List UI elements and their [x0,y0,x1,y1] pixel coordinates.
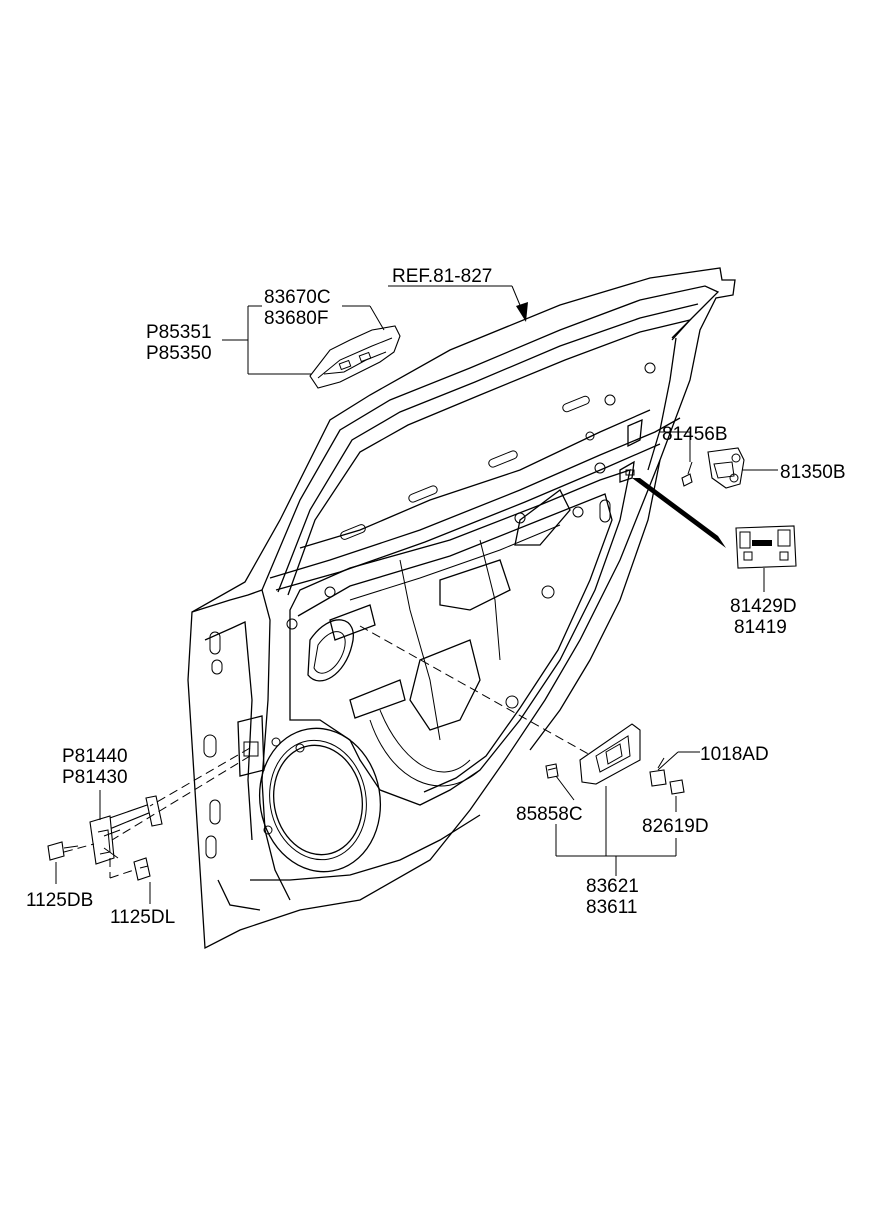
rear-door-panel [187,267,736,950]
part-label-83611: 83611 [586,897,637,918]
part-label-p85351: P85351 [146,322,212,343]
part-label-83670c: 83670C [264,287,331,308]
ref-label: REF.81-827 [392,266,492,287]
part-label-p81440: P81440 [62,746,128,767]
part-label-82619d: 82619D [642,816,709,837]
part-label-1125db: 1125DB [26,890,93,911]
part-label-81350b: 81350B [780,462,846,483]
part-label-p81430: P81430 [62,767,128,788]
part-label-81429d: 81429D [730,596,797,617]
part-label-81419: 81419 [734,617,787,638]
part-label-83680f: 83680F [264,308,328,329]
part-label-1018ad: 1018AD [700,744,769,765]
part-label-1125dl: 1125DL [110,907,175,928]
part-label-85858c: 85858C [516,804,583,825]
child-lock-label-part [632,478,797,569]
part-label-81456b: 81456B [662,424,728,445]
part-label-p85350: P85350 [146,343,212,364]
part-label-83621: 83621 [586,876,639,897]
window-switch-part [545,723,685,795]
door-checker-part [47,795,163,881]
striker-part [681,447,745,489]
inside-handle-part [309,325,401,389]
